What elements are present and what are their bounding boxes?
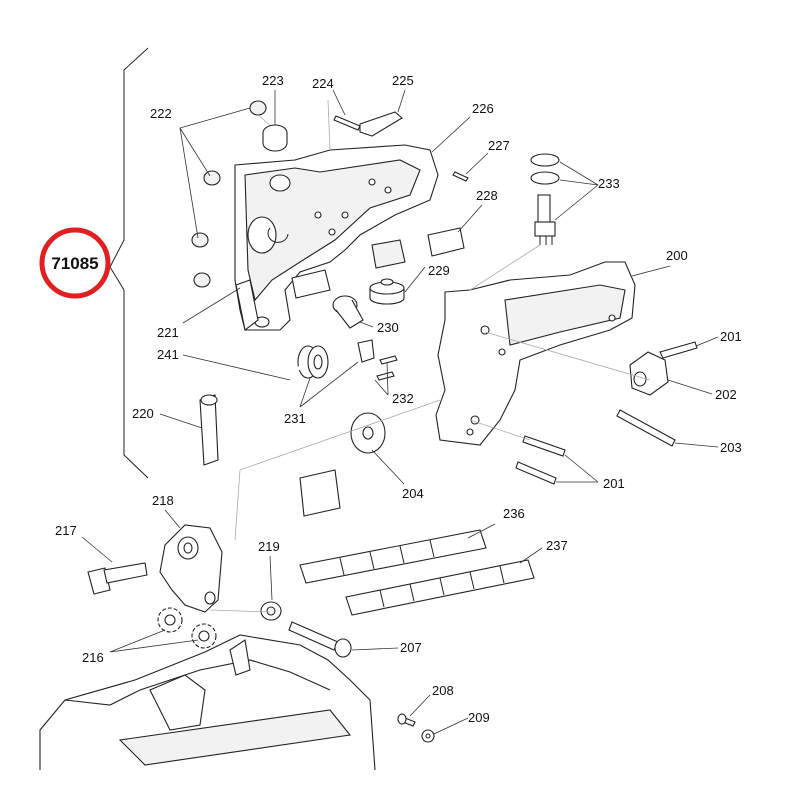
label-217: 217	[55, 523, 77, 538]
assembly-badge[interactable]	[39, 227, 111, 299]
part-227-pin[interactable]	[452, 171, 469, 182]
part-228-switch[interactable]	[371, 227, 465, 269]
part-201-bolts[interactable]	[515, 341, 698, 485]
label-219: 219	[258, 539, 280, 554]
label-227: 227	[488, 138, 510, 153]
part-236-label[interactable]	[299, 529, 487, 584]
part-216-star-washers[interactable]	[157, 607, 217, 649]
part-203-bolt[interactable]	[616, 409, 676, 447]
label-222: 222	[150, 106, 172, 121]
label-220: 220	[132, 406, 154, 421]
label-209: 209	[468, 710, 490, 725]
label-223: 223	[262, 73, 284, 88]
label-216: 216	[82, 650, 104, 665]
part-218-hinge[interactable]	[159, 524, 223, 613]
alignment-lines	[209, 99, 651, 613]
label-201-top: 201	[720, 329, 742, 344]
part-219-washer[interactable]	[260, 601, 282, 621]
label-207: 207	[400, 640, 422, 655]
assembly-number: 71085	[51, 254, 98, 273]
part-220-lever[interactable]	[199, 394, 219, 466]
part-204-washer[interactable]	[350, 412, 386, 454]
machine-base-body	[39, 634, 376, 771]
label-241: 241	[157, 347, 179, 362]
label-228: 228	[476, 188, 498, 203]
label-232: 232	[392, 391, 414, 406]
part-223-cap[interactable]	[262, 124, 288, 152]
label-233: 233	[598, 176, 620, 191]
part-231-grommet[interactable]	[297, 345, 329, 379]
label-200: 200	[666, 248, 688, 263]
part-232-clamp[interactable]	[357, 339, 398, 381]
label-208: 208	[432, 683, 454, 698]
part-217-screw[interactable]	[87, 562, 148, 595]
label-202: 202	[715, 387, 737, 402]
label-224: 224	[312, 76, 334, 91]
part-connector-block	[291, 269, 331, 299]
part-241-cable[interactable]	[250, 366, 341, 517]
part-224-pin[interactable]	[333, 115, 361, 131]
part-237-label[interactable]	[345, 559, 535, 616]
part-229-knob[interactable]	[369, 278, 405, 305]
part-202-nut[interactable]	[629, 351, 669, 396]
label-236: 236	[503, 506, 525, 521]
part-209-washer[interactable]	[421, 729, 435, 743]
part-225-latch[interactable]	[359, 111, 403, 137]
label-203: 203	[720, 440, 742, 455]
label-230: 230	[377, 320, 399, 335]
part-226-housing[interactable]	[234, 144, 439, 331]
part-200-handle[interactable]	[435, 261, 636, 446]
label-204: 204	[402, 486, 424, 501]
label-221: 221	[157, 325, 179, 340]
label-201-bottom: 201	[603, 476, 625, 491]
retaining-clip	[267, 227, 289, 243]
part-221-plate[interactable]	[235, 279, 259, 331]
label-225: 225	[392, 73, 414, 88]
label-226: 226	[472, 101, 494, 116]
part-number-labels: 222 223 224 225 226 227 228 233 229 200 …	[55, 73, 742, 725]
leader-lines	[81, 89, 719, 735]
label-237: 237	[546, 538, 568, 553]
label-218: 218	[152, 493, 174, 508]
part-230-knob[interactable]	[332, 295, 364, 329]
part-207-screw[interactable]	[288, 621, 352, 658]
label-229: 229	[428, 263, 450, 278]
part-222-nuts[interactable]	[191, 100, 267, 288]
label-231: 231	[284, 411, 306, 426]
part-233-toggle-switch[interactable]	[530, 153, 560, 245]
part-208-screw[interactable]	[397, 713, 416, 727]
